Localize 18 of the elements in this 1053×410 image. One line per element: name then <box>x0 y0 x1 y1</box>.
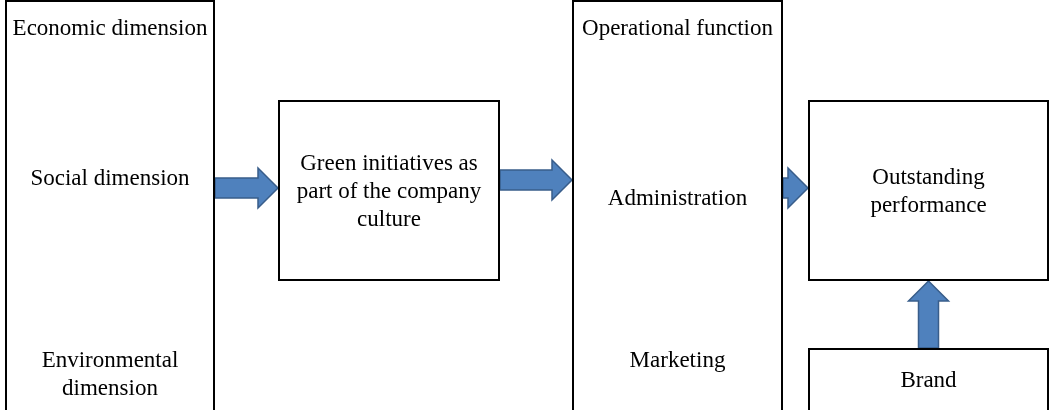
process-box <box>5 0 215 410</box>
box-label: Brand <box>899 366 958 394</box>
block-arrow <box>499 158 574 202</box>
box-label: Environmental dimension <box>40 346 180 402</box>
box-label: Operational function <box>581 14 774 42</box>
process-box <box>808 100 1049 281</box>
block-arrow <box>214 166 280 210</box>
box-label: Marketing <box>628 346 727 374</box>
block-arrow <box>906 279 951 349</box>
process-box <box>808 348 1049 410</box>
box-label: Social dimension <box>29 164 191 192</box>
box-label: Administration <box>606 184 749 212</box>
box-label: Green initiatives as part of the company culture <box>295 148 483 233</box>
box-label: Economic dimension <box>11 14 209 42</box>
process-box <box>278 100 500 281</box>
block-arrow <box>782 166 810 210</box>
box-label: Outstanding performance <box>869 162 988 219</box>
process-box <box>572 0 783 410</box>
